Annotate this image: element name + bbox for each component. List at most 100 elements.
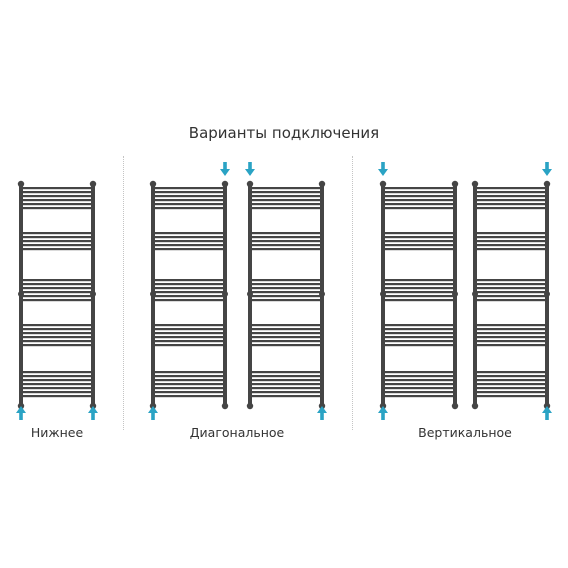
rail-rung	[383, 240, 455, 243]
divider-right	[352, 156, 353, 430]
rail-rung	[383, 236, 455, 239]
rail-rung	[383, 371, 455, 374]
rail-rung	[475, 291, 547, 294]
arrow-shaft	[320, 412, 324, 420]
rail-rung	[21, 332, 93, 335]
arrow-bottom-left-icon	[378, 406, 388, 420]
towel-rail-vertical-a	[379, 180, 459, 410]
arrow-shaft	[381, 412, 385, 420]
rail-rung	[250, 391, 322, 394]
rail-rung	[383, 328, 455, 331]
rail-rung	[250, 187, 322, 190]
rail-cap-bottom-left	[246, 402, 254, 410]
rail-rung	[153, 248, 225, 251]
rail-rung	[21, 283, 93, 286]
rail-cap-top-right	[451, 180, 459, 188]
rail-cap-bottom-left	[471, 402, 479, 410]
arrow-head	[378, 169, 388, 176]
arrow-head	[88, 406, 98, 413]
rail-rung	[21, 336, 93, 339]
page-title: Варианты подключения	[188, 124, 380, 142]
rail-rung	[153, 391, 225, 394]
rail-rung	[383, 195, 455, 198]
rail-rung	[21, 187, 93, 190]
rail-rung	[250, 199, 322, 202]
rail-rung	[250, 287, 322, 290]
arrow-head	[16, 406, 26, 413]
rail-cap-bottom-right	[451, 402, 459, 410]
rail-rung	[250, 340, 322, 343]
rail-rung	[250, 295, 322, 298]
arrow-bottom-right-icon	[88, 406, 98, 420]
rail-rung	[383, 324, 455, 327]
rail-rung	[21, 248, 93, 251]
rail-rung	[153, 324, 225, 327]
rail-rung	[21, 379, 93, 382]
rail-rung	[383, 375, 455, 378]
rail-cap-top-left	[149, 180, 157, 188]
arrow-head	[542, 406, 552, 413]
rail-rung	[383, 291, 455, 294]
rail-rung	[475, 387, 547, 390]
rail-rung	[21, 279, 93, 282]
rail-rung	[21, 328, 93, 331]
rail-rung	[153, 383, 225, 386]
rail-rung	[475, 199, 547, 202]
rail-rung	[383, 344, 455, 347]
rail-cap-top-left	[246, 180, 254, 188]
rail-rung	[475, 371, 547, 374]
rail-rung	[153, 395, 225, 398]
rail-rung	[475, 236, 547, 239]
rail-rung	[250, 387, 322, 390]
rail-rung	[475, 395, 547, 398]
rail-cap-top-right	[221, 180, 229, 188]
arrow-shaft	[545, 412, 549, 420]
towel-rail-vertical-b	[471, 180, 551, 410]
rail-rung	[153, 279, 225, 282]
arrow-head	[542, 169, 552, 176]
towel-rail-bottom	[17, 180, 97, 410]
rail-rung	[153, 295, 225, 298]
rail-rung	[153, 387, 225, 390]
rail-rung	[153, 207, 225, 210]
arrow-top-left-icon	[378, 162, 388, 176]
rail-rung	[153, 344, 225, 347]
rail-rung	[475, 379, 547, 382]
rail-rung	[383, 187, 455, 190]
rail-rung	[250, 236, 322, 239]
arrow-shaft	[91, 412, 95, 420]
rail-rung	[250, 203, 322, 206]
rail-cap-top-right	[318, 180, 326, 188]
rail-rung	[383, 387, 455, 390]
rail-rung	[21, 395, 93, 398]
rail-rung	[21, 199, 93, 202]
rail-rung	[383, 332, 455, 335]
towel-rail-diagonal-b	[246, 180, 326, 410]
rail-rung	[153, 240, 225, 243]
rail-rung	[250, 344, 322, 347]
rail-rung	[383, 299, 455, 302]
arrow-shaft	[545, 162, 549, 170]
rail-rung	[250, 383, 322, 386]
rail-rung	[383, 395, 455, 398]
rail-rung	[21, 295, 93, 298]
rail-rung	[21, 287, 93, 290]
rail-rung	[21, 344, 93, 347]
rail-rung	[383, 340, 455, 343]
rail-rung	[475, 191, 547, 194]
rail-rung	[21, 324, 93, 327]
rail-rung	[475, 391, 547, 394]
rail-rung	[153, 191, 225, 194]
rail-rung	[21, 203, 93, 206]
rail-rung	[383, 336, 455, 339]
rail-rung	[21, 236, 93, 239]
arrow-head	[148, 406, 158, 413]
rail-rung	[153, 244, 225, 247]
arrow-shaft	[151, 412, 155, 420]
label-vertical: Вертикальное	[418, 425, 512, 440]
rail-rung	[21, 375, 93, 378]
rail-rung	[250, 299, 322, 302]
arrow-head	[317, 406, 327, 413]
rail-cap-bottom-right	[221, 402, 229, 410]
rail-cap-top-right	[543, 180, 551, 188]
